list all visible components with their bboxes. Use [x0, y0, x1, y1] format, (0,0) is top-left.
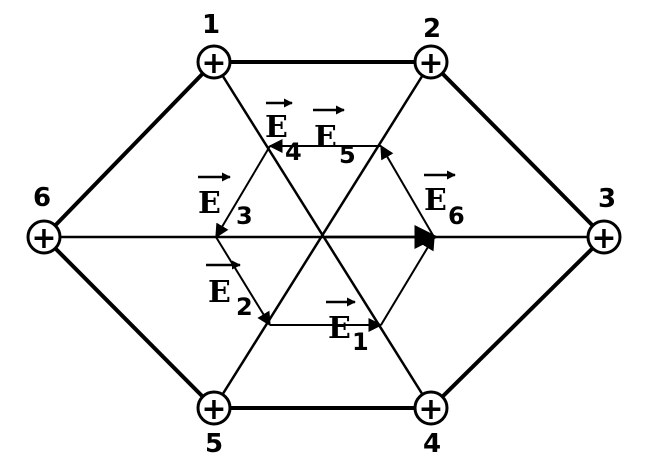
- label-e5: E 5: [313, 105, 356, 169]
- charge-5: + 5: [196, 390, 232, 459]
- charge-circle: [196, 44, 232, 80]
- vector-subscript: 5: [339, 141, 356, 169]
- vector-letter: E: [198, 186, 221, 221]
- label-e3: E 3: [198, 172, 253, 230]
- hexagon-outline: [42, 60, 606, 410]
- charge-sign: +: [201, 392, 226, 427]
- label-e1: E 1: [326, 297, 369, 356]
- charge-2: + 2: [413, 14, 449, 81]
- charge-circle: [413, 44, 449, 80]
- vector-letter: E: [424, 183, 447, 218]
- vector-subscript: 4: [285, 138, 302, 166]
- charge-1: + 1: [196, 10, 232, 81]
- charge-circle: [196, 390, 232, 426]
- charge-number: 4: [423, 429, 441, 459]
- label-e4: E 4: [265, 98, 302, 166]
- vector-subscript: 3: [236, 202, 253, 230]
- hexagon-side-5-6: [42, 235, 216, 410]
- charge-number: 2: [423, 14, 441, 44]
- charge-3: + 3: [586, 184, 622, 256]
- charge-number: 5: [205, 429, 223, 459]
- diagonal-2-5: [212, 61, 433, 409]
- field-arrow-e5: [380, 144, 435, 238]
- vector-subscript: 2: [236, 293, 253, 321]
- field-vectors: [215, 139, 439, 332]
- vector-letter: E: [314, 120, 337, 155]
- label-e2: E 2: [206, 260, 253, 321]
- field-arrow-e2: [215, 236, 271, 327]
- vector-subscript: 1: [352, 328, 369, 356]
- vector-letter: E: [208, 275, 231, 310]
- charge-sign: +: [418, 392, 443, 427]
- diagonals: [44, 61, 604, 409]
- charge-sign: +: [418, 46, 443, 81]
- charge-sign: +: [31, 221, 56, 256]
- field-arrow-e6: [380, 235, 435, 326]
- charge-4: + 4: [413, 390, 449, 459]
- charge-6: + 6: [26, 183, 62, 256]
- charge-number: 1: [202, 10, 220, 40]
- charge-circle: [26, 219, 62, 255]
- hexagon-side-3-4: [429, 235, 606, 410]
- vector-subscript: 6: [448, 202, 465, 230]
- charge-sign: +: [201, 46, 226, 81]
- hexagon-side-2-3: [429, 60, 606, 239]
- hexagon-side-6-1: [42, 60, 216, 239]
- vector-letter: E: [265, 110, 288, 145]
- field-arrow-e3: [215, 145, 271, 239]
- charge-number: 6: [33, 183, 51, 213]
- label-e6: E 6: [424, 170, 465, 230]
- charge-circle: [413, 390, 449, 426]
- charge-number: 3: [598, 184, 616, 214]
- vector-letter: E: [328, 311, 351, 346]
- charge-sign: +: [591, 221, 616, 256]
- charge-circle: [586, 219, 622, 255]
